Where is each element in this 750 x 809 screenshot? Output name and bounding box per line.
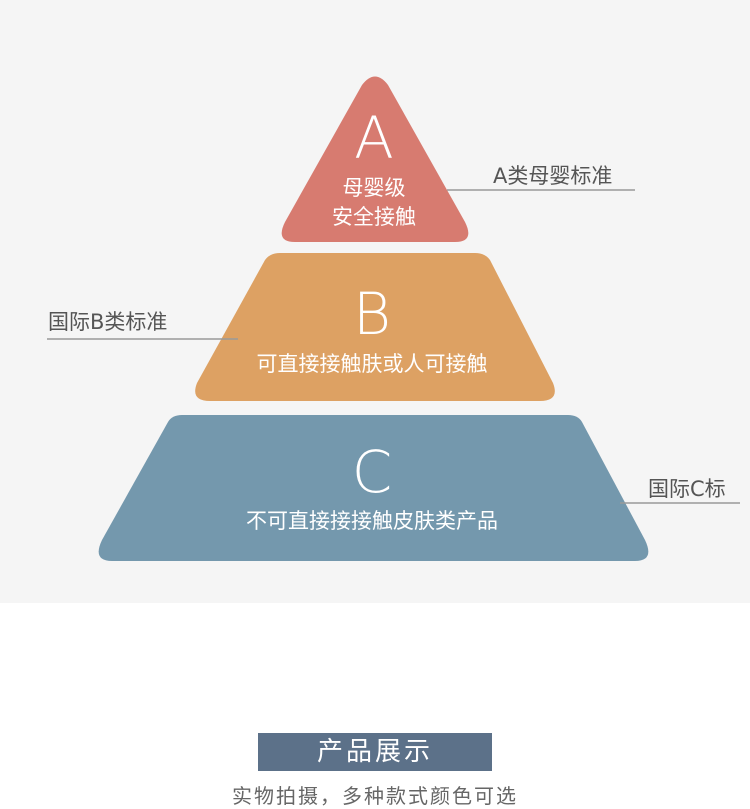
tier-c-letter: C — [352, 438, 393, 506]
tier-a-line-1: 母婴级 — [343, 176, 406, 200]
tier-b-shape — [195, 253, 555, 401]
callout-b-label: 国际B类标准 — [48, 310, 167, 334]
callout-c-label: 国际C标 — [648, 477, 726, 501]
callout-c: 国际C标 — [620, 477, 740, 504]
section-subtitle: 实物拍摄，多种款式颜色可选 — [232, 784, 518, 808]
tier-b-letter: B — [353, 280, 391, 348]
section-title-banner: 产品展示 — [258, 733, 492, 771]
tier-c-shape — [98, 415, 649, 561]
callout-a-label: A类母婴标准 — [493, 164, 612, 188]
tier-a-shape — [281, 76, 469, 242]
tier-c-line-1: 不可直接接接触皮肤类产品 — [246, 509, 498, 533]
tier-a-letter: A — [354, 104, 394, 172]
tier-a: A 母婴级 安全接触 — [281, 76, 469, 242]
tier-b-line-1: 可直接接触肤或人可接触 — [257, 352, 488, 376]
tier-b: B 可直接接触肤或人可接触 — [195, 253, 555, 401]
tier-a-line-2: 安全接触 — [332, 205, 416, 229]
tier-c: C 不可直接接接触皮肤类产品 — [98, 415, 649, 561]
callout-b: 国际B类标准 — [47, 310, 238, 340]
callout-a: A类母婴标准 — [447, 164, 635, 191]
pyramid-diagram: A 母婴级 安全接触 B 可直接接触肤或人可接触 C 不可直接接接触皮肤类产品 … — [47, 76, 740, 561]
